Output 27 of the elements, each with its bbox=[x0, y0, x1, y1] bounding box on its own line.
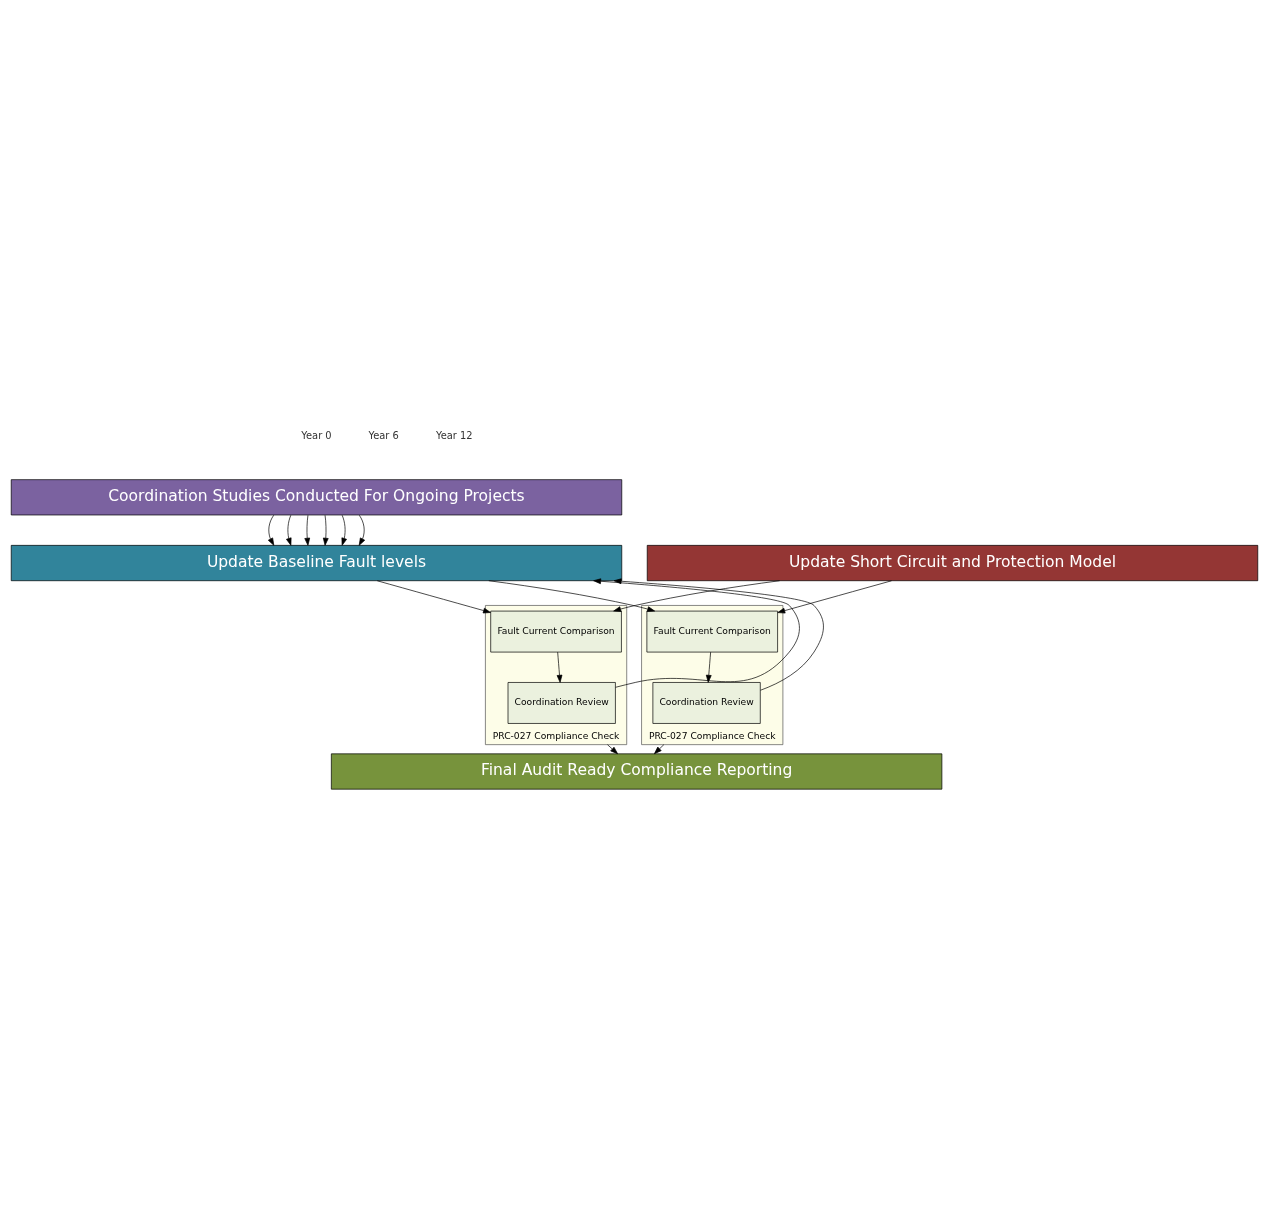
arrow bbox=[267, 514, 275, 546]
node-box: Fault Current Comparison bbox=[646, 610, 778, 652]
label: Year 12 bbox=[435, 429, 473, 441]
node-box: Update Short Circuit and Protection Model bbox=[646, 544, 1259, 581]
arrow bbox=[654, 743, 665, 754]
arrow bbox=[613, 579, 780, 612]
arrow bbox=[322, 514, 329, 546]
arrow bbox=[613, 577, 824, 691]
arrow bbox=[341, 514, 347, 546]
arrow bbox=[607, 743, 618, 754]
arrow bbox=[593, 577, 800, 688]
node-box: Coordination Review bbox=[507, 681, 616, 724]
node-box: Coordination Studies Conducted For Ongoing Projects bbox=[10, 478, 623, 515]
arrow bbox=[286, 514, 292, 546]
arrow bbox=[488, 579, 655, 612]
arrow bbox=[304, 514, 311, 546]
node-box: Fault Current Comparison bbox=[490, 610, 622, 652]
label: Year 6 bbox=[368, 429, 399, 441]
label: Year 0 bbox=[301, 429, 332, 441]
node-box: Coordination Review bbox=[652, 681, 761, 724]
arrow bbox=[777, 579, 892, 613]
arrow bbox=[705, 651, 712, 683]
arrow bbox=[556, 651, 563, 683]
arrow bbox=[358, 514, 366, 546]
arrow bbox=[376, 579, 491, 613]
node-box: Update Baseline Fault levels bbox=[10, 544, 623, 581]
node-box: Final Audit Ready Compliance Reporting bbox=[331, 753, 943, 790]
